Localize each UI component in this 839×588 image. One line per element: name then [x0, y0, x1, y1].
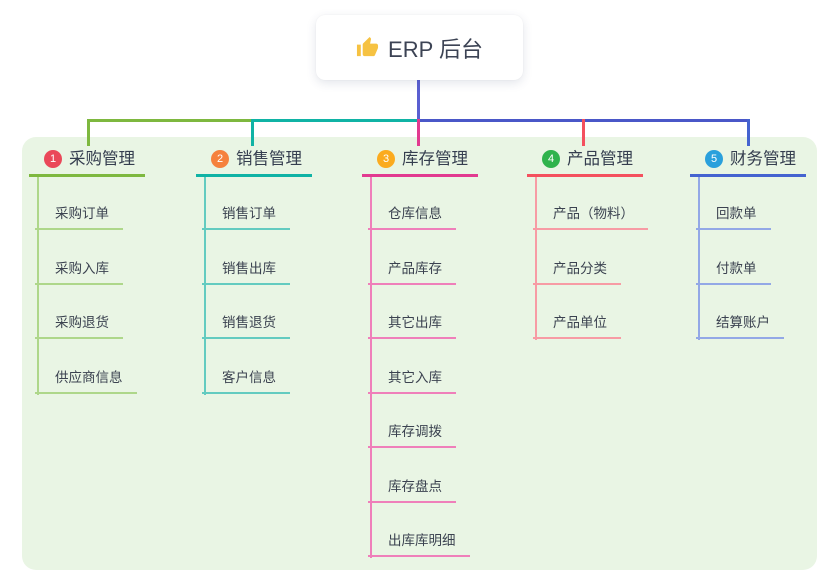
branch-number-badge: 1	[44, 150, 62, 168]
branch-label: 采购管理	[69, 150, 135, 168]
branch-child-connector	[535, 177, 537, 340]
child-topic[interactable]: 供应商信息	[35, 369, 137, 394]
child-topic[interactable]: 采购退货	[35, 314, 123, 339]
child-topic[interactable]: 销售订单	[202, 205, 290, 230]
child-topic[interactable]: 库存盘点	[368, 478, 456, 503]
branch-label: 销售管理	[236, 150, 302, 168]
branch-label: 财务管理	[730, 150, 796, 168]
root-label: ERP 后台	[388, 36, 483, 62]
child-topic[interactable]: 仓库信息	[368, 205, 456, 230]
child-topic[interactable]: 采购入库	[35, 260, 123, 285]
connector-bus-middle	[253, 119, 419, 122]
connector-branch-drop	[582, 119, 585, 146]
child-topic[interactable]: 其它入库	[368, 369, 456, 394]
child-topic[interactable]: 采购订单	[35, 205, 123, 230]
branch-child-connector	[698, 177, 700, 340]
child-topic[interactable]: 客户信息	[202, 369, 290, 394]
child-topic[interactable]: 付款单	[696, 260, 771, 285]
branch-number-badge: 4	[542, 150, 560, 168]
branch-child-connector	[204, 177, 206, 395]
root-node[interactable]: ERP 后台	[316, 15, 523, 80]
branch-header-1[interactable]: 1 采购管理	[29, 149, 145, 177]
branch-header-3[interactable]: 3 库存管理	[362, 149, 478, 177]
branch-child-connector	[370, 177, 372, 558]
branch-header-2[interactable]: 2 销售管理	[196, 149, 312, 177]
child-topic[interactable]: 出库库明细	[368, 532, 470, 557]
thumbs-up-icon	[356, 36, 379, 57]
branch-number-badge: 5	[705, 150, 723, 168]
child-topic[interactable]: 库存调拨	[368, 423, 456, 448]
child-topic[interactable]: 产品分类	[533, 260, 621, 285]
branch-number-badge: 3	[377, 150, 395, 168]
connector-branch-drop	[251, 119, 254, 146]
child-topic[interactable]: 产品单位	[533, 314, 621, 339]
child-topic[interactable]: 销售出库	[202, 260, 290, 285]
connector-branch-drop	[417, 119, 420, 146]
branch-label: 库存管理	[402, 150, 468, 168]
branch-child-connector	[37, 177, 39, 395]
branch-number-badge: 2	[211, 150, 229, 168]
branch-header-5[interactable]: 5 财务管理	[690, 149, 806, 177]
branch-label: 产品管理	[567, 150, 633, 168]
child-topic[interactable]: 回款单	[696, 205, 771, 230]
child-topic[interactable]: 销售退货	[202, 314, 290, 339]
child-topic[interactable]: 结算账户	[696, 314, 784, 339]
connector-root-drop	[417, 80, 420, 120]
branch-header-4[interactable]: 4 产品管理	[527, 149, 643, 177]
child-topic[interactable]: 其它出库	[368, 314, 456, 339]
group-panel	[22, 137, 817, 570]
connector-branch-drop	[747, 119, 750, 146]
connector-branch-drop	[87, 119, 90, 146]
child-topic[interactable]: 产品（物料）	[533, 205, 648, 230]
connector-bus-left	[87, 119, 253, 122]
child-topic[interactable]: 产品库存	[368, 260, 456, 285]
